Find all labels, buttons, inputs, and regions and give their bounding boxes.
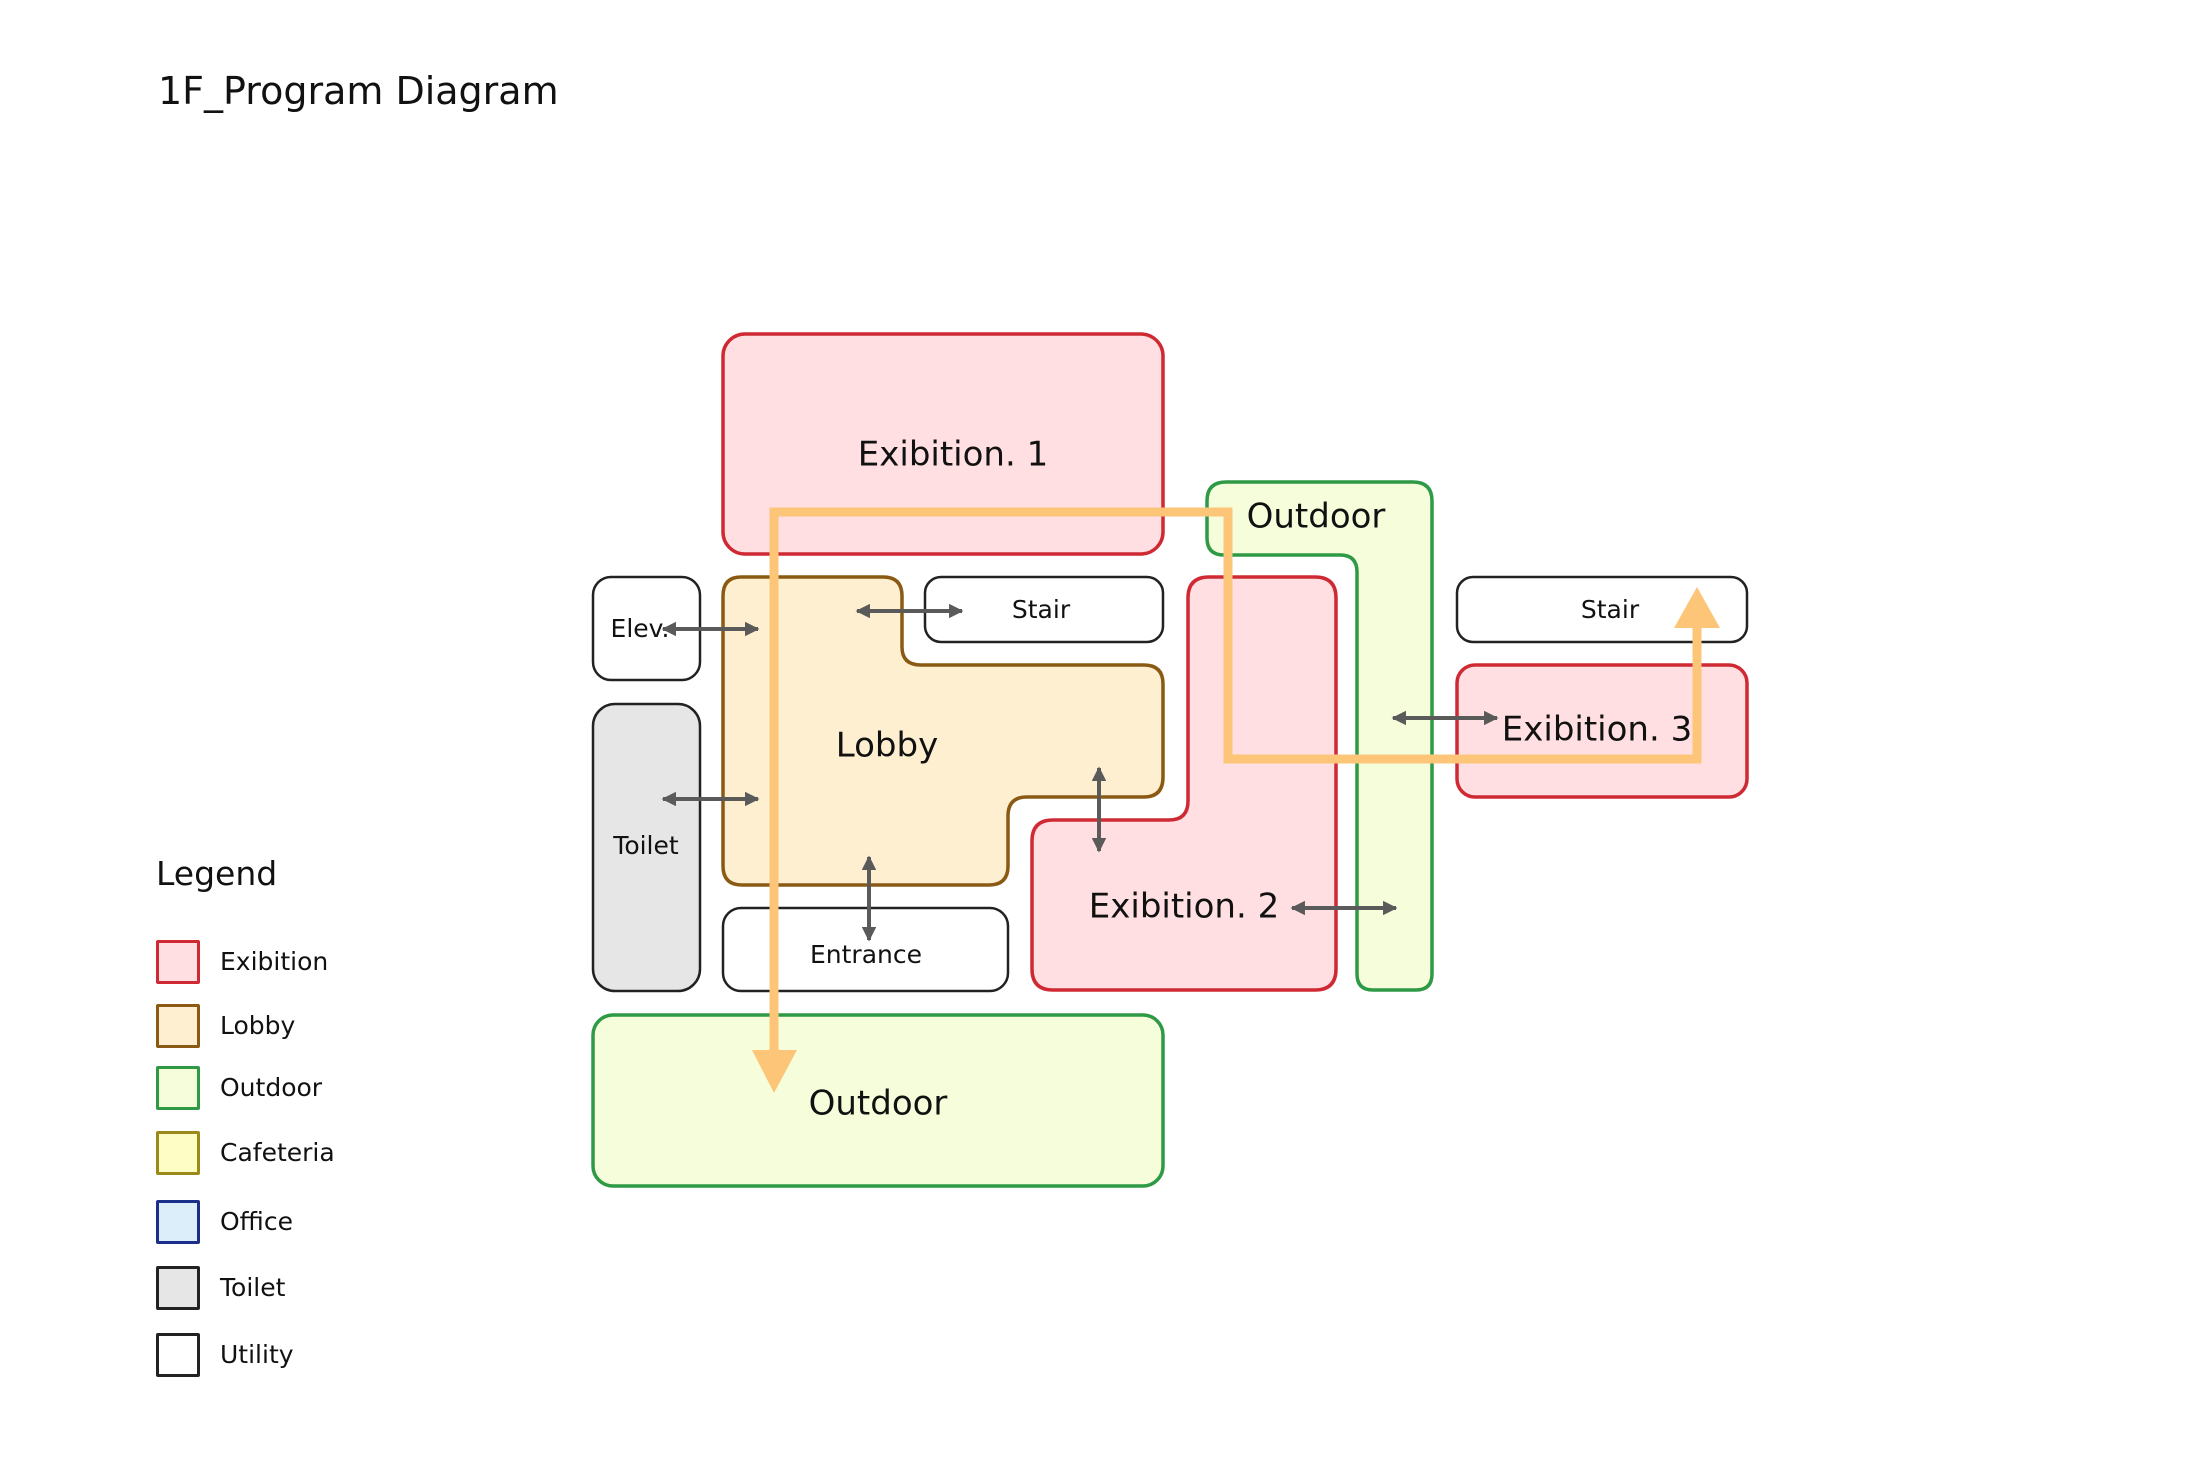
- circulation-arrowhead-down: [752, 1050, 797, 1093]
- stair-right-room[interactable]: [1455, 575, 1749, 644]
- lobby-area[interactable]: [721, 575, 1165, 887]
- legend-label-office: Office: [220, 1207, 293, 1236]
- legend-swatch-utility: [156, 1332, 200, 1377]
- legend-swatch-outdoor: [156, 1065, 200, 1110]
- legend-item-toilet: Toilet: [156, 1264, 285, 1311]
- stair-left-label: Stair: [1012, 595, 1071, 624]
- legend-item-outdoor: Outdoor: [156, 1064, 322, 1111]
- legend-item-utility: Utility: [156, 1331, 294, 1378]
- toilet-room[interactable]: [591, 702, 702, 993]
- legend-swatch-exhibition: [156, 939, 200, 984]
- outdoor-upper-label: Outdoor: [1247, 497, 1386, 537]
- exhibition-1-room[interactable]: [721, 332, 1165, 556]
- legend-item-lobby: Lobby: [156, 1002, 295, 1049]
- legend-swatch-office: [156, 1199, 200, 1244]
- legend-label-outdoor: Outdoor: [220, 1073, 323, 1102]
- legend-label-cafeteria: Cafeteria: [220, 1138, 335, 1167]
- outdoor-lower-label: Outdoor: [809, 1084, 948, 1124]
- lobby-label: Lobby: [836, 726, 938, 766]
- toilet-label: Toilet: [612, 831, 679, 860]
- legend-swatch-toilet: [156, 1265, 200, 1310]
- circulation-arrowhead-up: [1674, 587, 1720, 628]
- legend-label-toilet: Toilet: [220, 1273, 286, 1302]
- legend-title: Legend: [156, 854, 278, 893]
- legend-item-cafeteria: Cafeteria: [156, 1129, 335, 1176]
- legend-swatch-lobby: [156, 1003, 200, 1048]
- diagram-title: 1F_Program Diagram: [158, 69, 559, 113]
- elevator-label: Elev.: [611, 614, 670, 643]
- exhibition-2-label: Exibition. 2: [1089, 887, 1279, 927]
- legend-item-exhibition: Exibition: [156, 938, 328, 985]
- exhibition-3-label: Exibition. 3: [1502, 710, 1692, 750]
- outdoor-lower-area[interactable]: [591, 1013, 1165, 1188]
- legend-swatch-cafeteria: [156, 1130, 200, 1175]
- entrance-label: Entrance: [810, 940, 922, 969]
- exhibition-1-label: Exibition. 1: [858, 435, 1048, 475]
- legend-item-office: Office: [156, 1198, 293, 1245]
- exhibition-3-room[interactable]: [1455, 663, 1749, 799]
- circulation-path: [769, 507, 1702, 1052]
- legend-label-utility: Utility: [220, 1340, 294, 1369]
- legend-label-exhibition: Exibition: [220, 947, 329, 976]
- stair-right-label: Stair: [1581, 595, 1640, 624]
- legend-label-lobby: Lobby: [220, 1011, 296, 1040]
